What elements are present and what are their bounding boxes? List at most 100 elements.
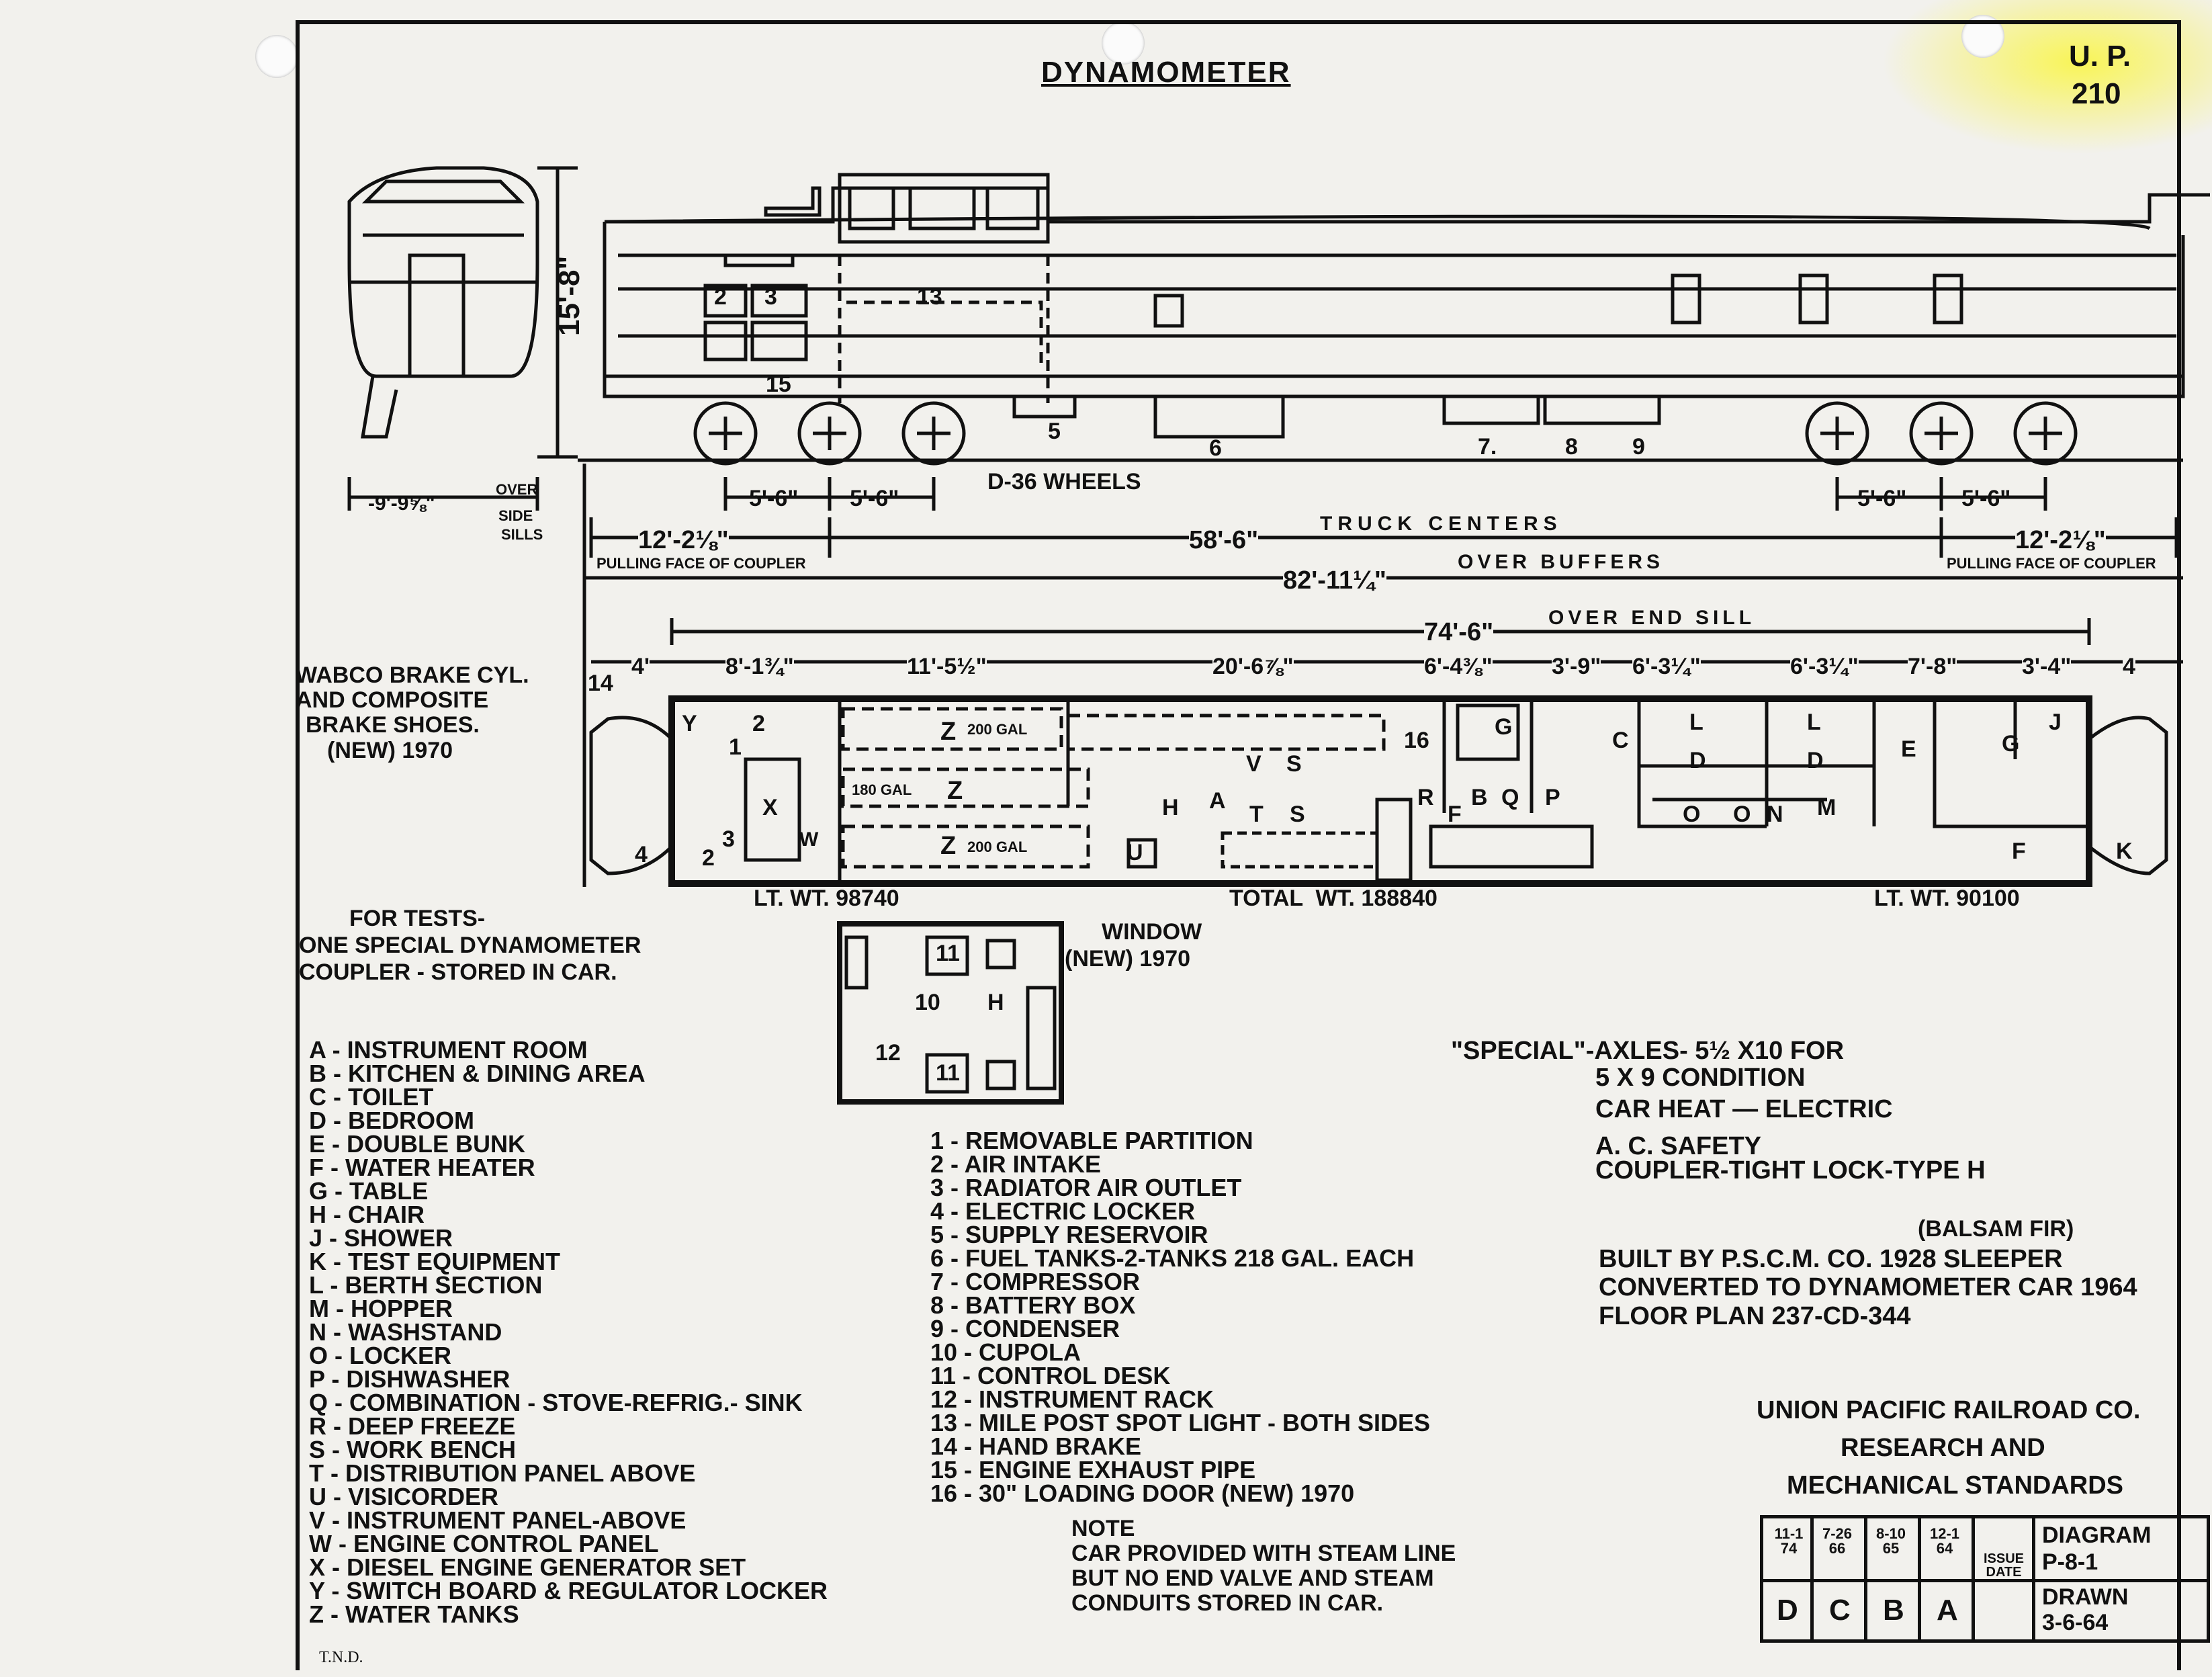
- plan-label: V: [1246, 751, 1262, 777]
- plan-label: E: [1901, 736, 1916, 762]
- coupler-dimension-right: 12'-2⅛": [2015, 526, 2106, 554]
- plan-label: L: [1689, 710, 1704, 735]
- legend-item: 2 - AIR INTAKE: [930, 1150, 1102, 1178]
- legend-item: Z - WATER TANKS: [309, 1600, 519, 1628]
- issue-date-label: ISSUE DATE: [1983, 1551, 2025, 1580]
- callout: 5: [1048, 419, 1061, 444]
- note-line: CONDUITS STORED IN CAR.: [1071, 1590, 1384, 1616]
- legend-item: 10 - CUPOLA: [930, 1338, 1081, 1366]
- coupler-dimension-left: 12'-2⅛": [638, 526, 729, 554]
- legend-item: 16 - 30" LOADING DOOR (NEW) 1970: [930, 1479, 1355, 1507]
- window-note-1: WINDOW: [1102, 919, 1202, 945]
- truck-centers-value: 58'-6": [1189, 526, 1259, 554]
- plan-label: G: [2002, 731, 2020, 757]
- legend-item: 6 - FUEL TANKS-2-TANKS 218 GAL. EACH: [930, 1244, 1415, 1272]
- legend-item: 14 - HAND BRAKE: [930, 1432, 1142, 1460]
- legend-item: E - DOUBLE BUNK: [309, 1130, 525, 1158]
- stamp-line2: 210: [2072, 77, 2121, 110]
- axle-dimension: 5'-6": [1961, 486, 2011, 511]
- legend-item: X - DIESEL ENGINE GENERATOR SET: [309, 1553, 746, 1581]
- plan-segment: 3'-9": [1552, 654, 1601, 679]
- note-line: BUT NO END VALVE AND STEAM: [1071, 1565, 1434, 1591]
- legend-item: U - VISICORDER: [309, 1483, 499, 1510]
- revision-letter: A: [1937, 1594, 1958, 1627]
- legend-item: H - CHAIR: [309, 1201, 425, 1228]
- window-note-2: (NEW) 1970: [1065, 946, 1191, 972]
- plan-label: L: [1807, 710, 1821, 735]
- legend-item: G - TABLE: [309, 1177, 429, 1205]
- plan-segment: 20'-6⅞": [1212, 654, 1294, 679]
- spec-line: "SPECIAL"-AXLES- 5½ X10 FOR: [1451, 1037, 1845, 1065]
- light-weight-left: LT. WT. 98740: [754, 886, 899, 911]
- width-dimension-note: SILLS: [501, 526, 543, 543]
- plan-label: C: [1612, 728, 1629, 753]
- cupola-label: 10: [915, 990, 940, 1015]
- plan-segment: 6'-3¼": [1632, 654, 1701, 679]
- legend-item: 5 - SUPPLY RESERVOIR: [930, 1221, 1208, 1248]
- axle-dimension: 5'-6": [749, 486, 799, 511]
- width-dimension: -9'-9⅝": [368, 492, 435, 515]
- plan-label: K: [2116, 838, 2133, 864]
- legend-item: L - BERTH SECTION: [309, 1271, 543, 1299]
- plan-segment: 4': [631, 654, 650, 679]
- tests-note-2: ONE SPECIAL DYNAMOMETER: [299, 933, 642, 958]
- plan-label: Y: [682, 711, 697, 736]
- width-dimension-note: SIDE: [498, 507, 533, 524]
- revision-date: 8-10 65: [1875, 1525, 1906, 1557]
- plan-label: D: [1807, 748, 1824, 773]
- legend-item: V - INSTRUMENT PANEL-ABOVE: [309, 1506, 687, 1534]
- plan-label: X: [762, 795, 778, 820]
- revision-date: 11-1 74: [1774, 1525, 1804, 1557]
- height-dimension: 15'-8": [553, 255, 586, 336]
- drawing-border: [296, 20, 2181, 1670]
- legend-item: 1 - REMOVABLE PARTITION: [930, 1127, 1253, 1154]
- plan-label: H: [1162, 795, 1179, 820]
- punch-hole: [255, 35, 298, 78]
- legend-numbers: 1 - REMOVABLE PARTITION 2 - AIR INTAKE 3…: [930, 1127, 1430, 1507]
- cupola-label: 12: [875, 1040, 901, 1066]
- diagram-number: P-8-1: [2042, 1549, 2098, 1575]
- drawn-date: 3-6-64: [2042, 1610, 2109, 1635]
- plan-label: S: [1286, 751, 1302, 777]
- plan-label: B: [1471, 785, 1488, 810]
- drawn-label: DRAWN: [2042, 1584, 2129, 1610]
- brake-note-2: AND COMPOSITE: [296, 687, 489, 713]
- plan-label: Z: [940, 718, 957, 746]
- tests-note-3: COUPLER - STORED IN CAR.: [299, 959, 617, 985]
- revision-date: 12-1 64: [1929, 1525, 1960, 1557]
- title-block: 11-1 74 7-26 66 8-10 65 12-1 64 ISSUE DA…: [1760, 1515, 2210, 1643]
- legend-item: 7 - COMPRESSOR: [930, 1268, 1141, 1295]
- brake-note-4: (NEW) 1970: [327, 738, 453, 763]
- legend-letters: A - INSTRUMENT ROOM B - KITCHEN & DINING…: [309, 1036, 828, 1628]
- spec-line: COUPLER-TIGHT LOCK-TYPE H: [1595, 1156, 1986, 1185]
- legend-item: J - SHOWER: [309, 1224, 453, 1252]
- plan-label: Z: [940, 832, 957, 860]
- legend-item: 9 - CONDENSER: [930, 1315, 1120, 1342]
- legend-item: M - HOPPER: [309, 1295, 453, 1322]
- over-buffers-value: 82'-11¼": [1283, 566, 1386, 595]
- plan-label: F: [1448, 802, 1462, 827]
- axle-dimension: 5'-6": [850, 486, 899, 511]
- cupola-label: 11: [936, 941, 960, 966]
- plan-label: 14: [588, 671, 613, 696]
- drafter-initials: T.N.D.: [319, 1649, 363, 1666]
- plan-label: 200 GAL: [967, 721, 1028, 738]
- plan-label: T: [1249, 802, 1264, 827]
- width-dimension-note: OVER: [496, 481, 538, 498]
- legend-item: A - INSTRUMENT ROOM: [309, 1036, 588, 1064]
- cupola-label: 11: [936, 1060, 960, 1086]
- spec-line: A. C. SAFETY: [1595, 1132, 1762, 1160]
- legend-item: 3 - RADIATOR AIR OUTLET: [930, 1174, 1242, 1201]
- legend-item: N - WASHSTAND: [309, 1318, 502, 1346]
- truck-centers-label: TRUCK CENTERS: [1320, 513, 1562, 535]
- cupola-label: H: [987, 990, 1004, 1015]
- build-material: (BALSAM FIR): [1918, 1216, 2074, 1242]
- highlighter-mark: [1881, 0, 2212, 155]
- company-dept: MECHANICAL STANDARDS: [1787, 1471, 2124, 1500]
- plan-label: 3: [722, 826, 735, 852]
- plan-label: 16: [1404, 728, 1429, 753]
- plan-segment: 6'-4⅜": [1424, 654, 1493, 679]
- plan-label: 180 GAL: [852, 781, 912, 798]
- plan-label: U: [1126, 840, 1143, 865]
- plan-label: 2: [752, 711, 765, 736]
